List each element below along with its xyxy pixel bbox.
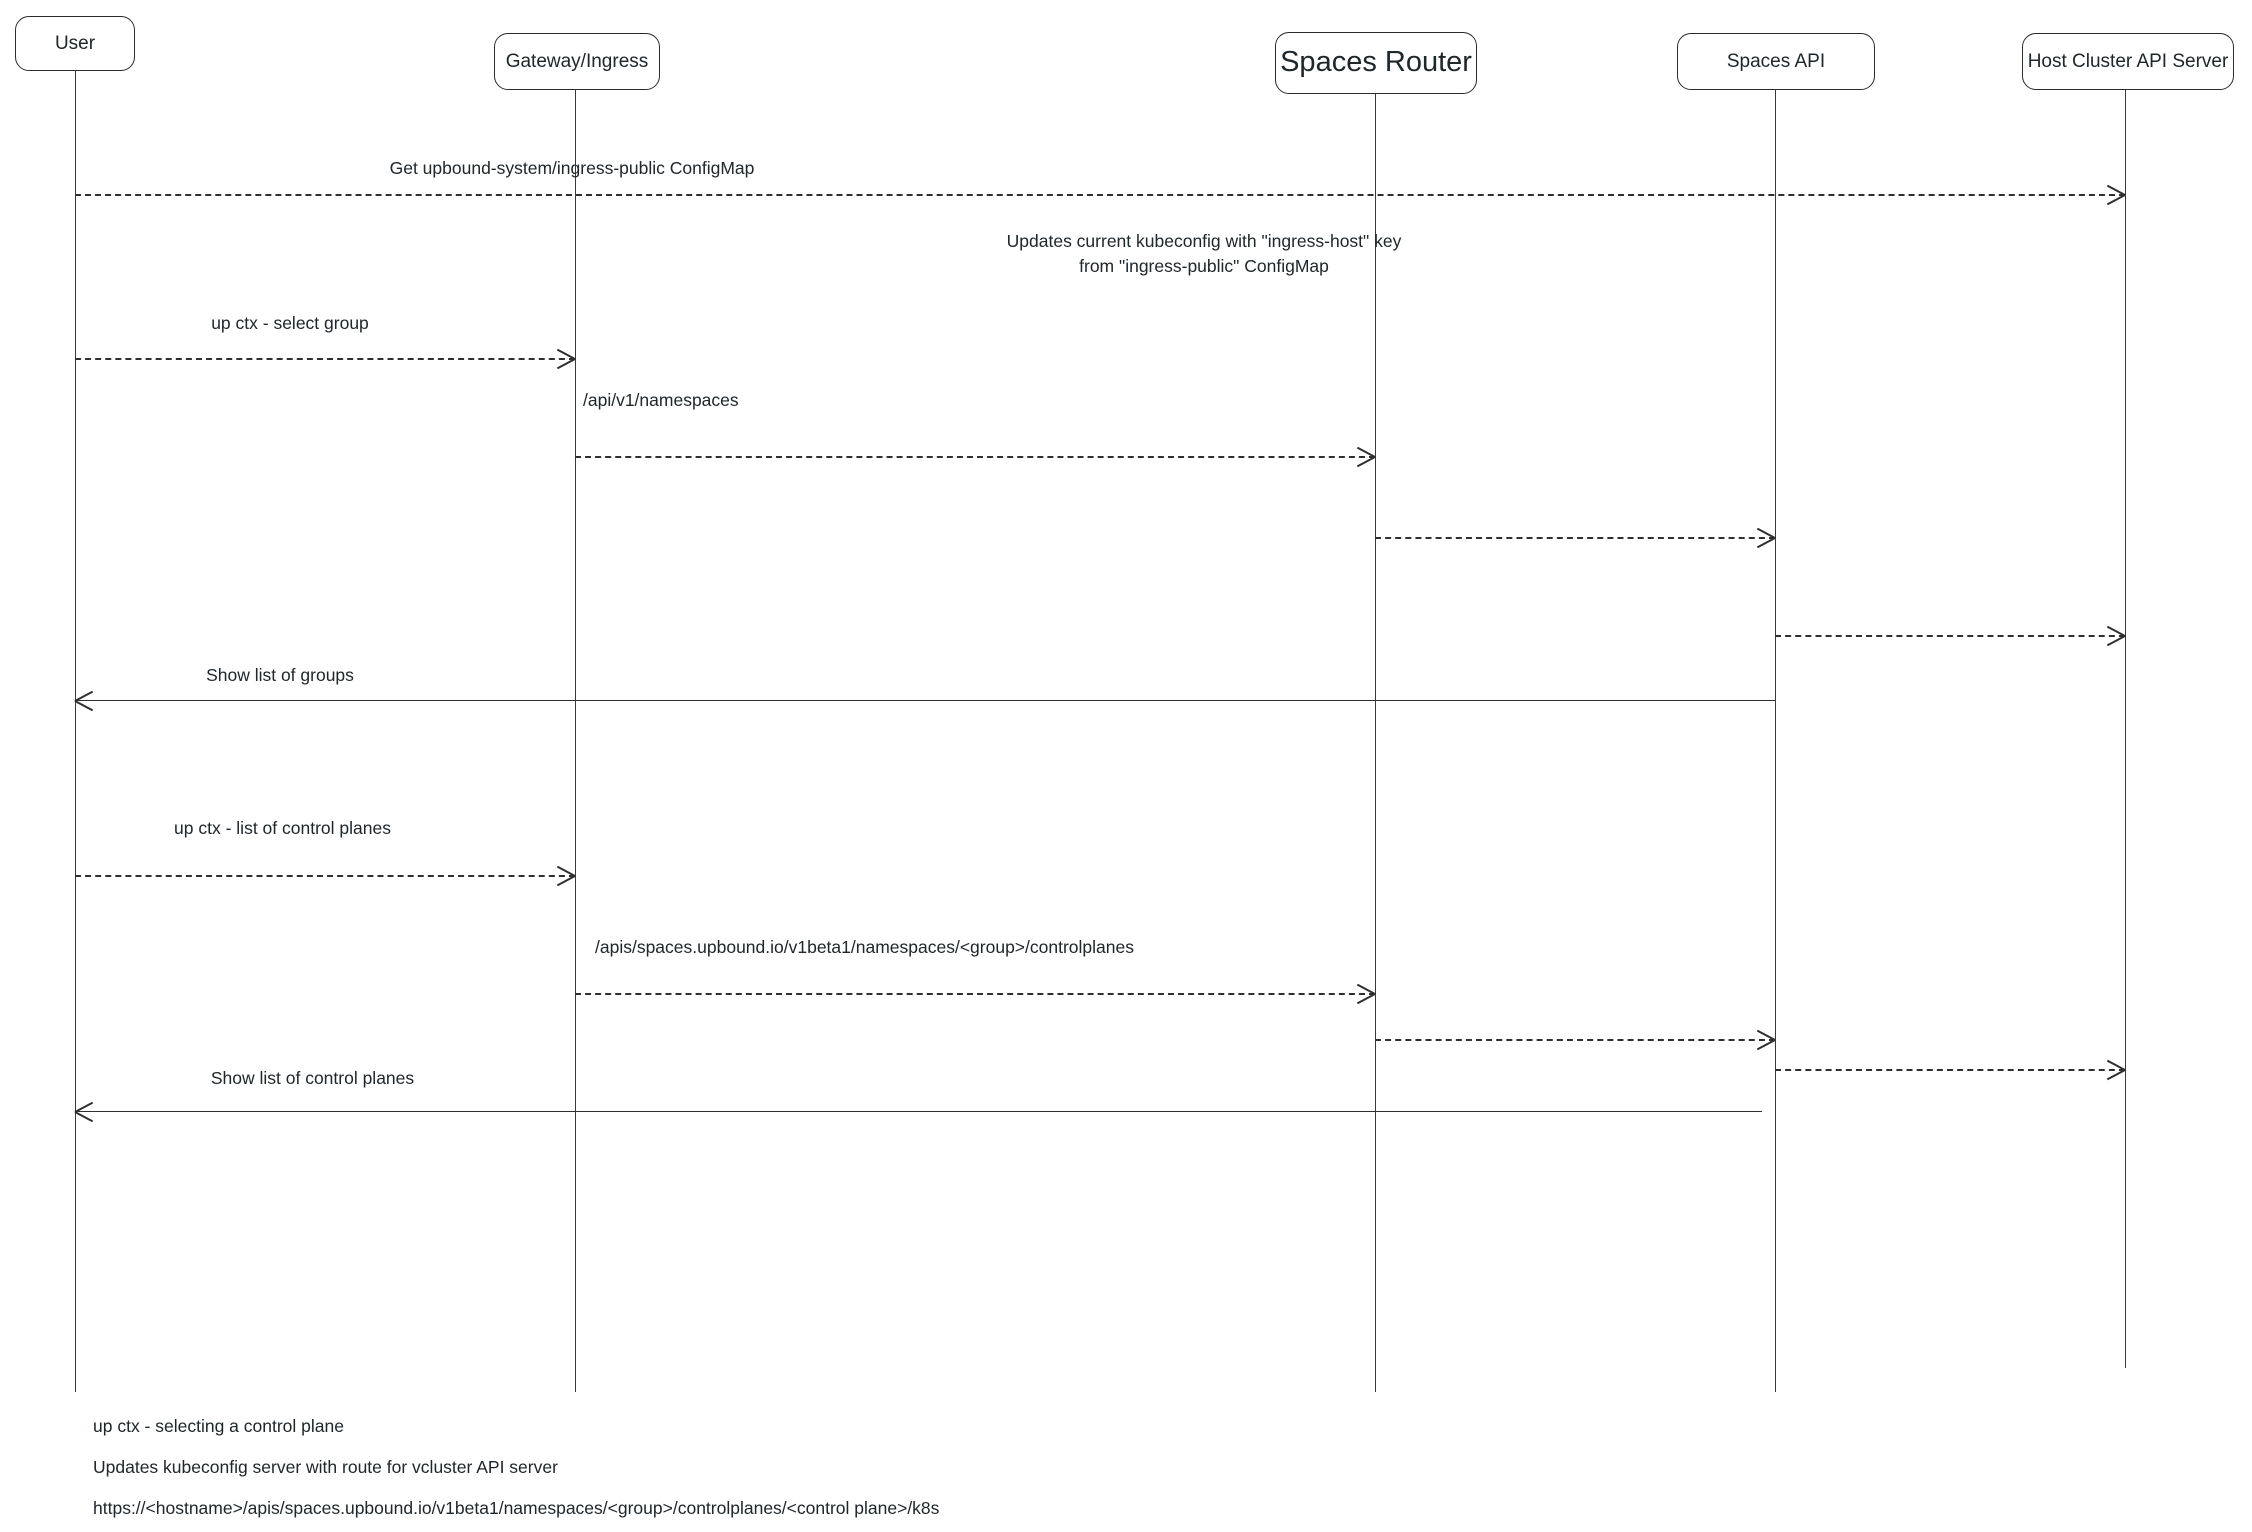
message-line-api-v1-namespaces bbox=[575, 456, 1375, 458]
lifeline-spaces-router bbox=[1375, 94, 1376, 1392]
participant-label-spaces-api: Spaces API bbox=[1726, 50, 1826, 72]
message-label-updates-kubeconfig-ingress-host: Updates current kubeconfig with "ingress… bbox=[1006, 231, 1402, 277]
participant-label-user: User bbox=[54, 32, 96, 54]
message-line-spaces-api-to-host-2 bbox=[1775, 1069, 2125, 1071]
footer-note-selecting-control-plane: up ctx - selecting a control plane bbox=[93, 1416, 344, 1436]
message-label-api-v1-namespaces: /api/v1/namespaces bbox=[583, 390, 739, 410]
message-line-show-list-of-groups bbox=[75, 700, 1775, 701]
message-line-router-to-spaces-api bbox=[1375, 537, 1775, 539]
message-label-show-list-of-groups: Show list of groups bbox=[206, 665, 354, 685]
participant-user[interactable]: User bbox=[15, 16, 135, 71]
message-line-get-configmap bbox=[75, 194, 2125, 196]
message-label-show-list-of-control-planes: Show list of control planes bbox=[210, 1068, 415, 1088]
message-label-up-ctx-select-group: up ctx - select group bbox=[211, 313, 369, 333]
message-line-spaces-api-to-host bbox=[1775, 635, 2125, 637]
message-line-show-list-of-control-planes bbox=[75, 1111, 1762, 1112]
lifeline-user bbox=[75, 71, 76, 1392]
participant-label-gateway: Gateway/Ingress bbox=[505, 50, 649, 72]
participant-host-cluster-api-server[interactable]: Host Cluster API Server bbox=[2022, 33, 2234, 90]
message-line-controlplanes-api-path bbox=[575, 993, 1375, 995]
lifeline-spaces-api bbox=[1775, 90, 1776, 1392]
lifeline-host-cluster-api bbox=[2125, 90, 2126, 1368]
message-line-router-to-spaces-api-2 bbox=[1375, 1039, 1775, 1041]
footer-note-control-plane-url: https://<hostname>/apis/spaces.upbound.i… bbox=[93, 1498, 940, 1518]
footer-note-updates-kubeconfig-route: Updates kubeconfig server with route for… bbox=[93, 1457, 558, 1477]
lifeline-gateway bbox=[575, 90, 576, 1392]
message-label-get-configmap: Get upbound-system/ingress-public Config… bbox=[389, 158, 755, 178]
participant-spaces-router[interactable]: Spaces Router bbox=[1275, 32, 1477, 94]
participant-spaces-api[interactable]: Spaces API bbox=[1677, 33, 1875, 90]
participant-label-host-cluster-api-server: Host Cluster API Server bbox=[2027, 50, 2229, 72]
participant-label-spaces-router: Spaces Router bbox=[1280, 46, 1472, 79]
message-line-up-ctx-list-control-planes bbox=[75, 875, 575, 877]
participant-gateway[interactable]: Gateway/Ingress bbox=[494, 33, 660, 90]
message-label-up-ctx-list-control-planes: up ctx - list of control planes bbox=[174, 818, 391, 838]
message-line-up-ctx-select-group bbox=[75, 358, 575, 360]
message-label-controlplanes-api-path: /apis/spaces.upbound.io/v1beta1/namespac… bbox=[595, 937, 1134, 957]
